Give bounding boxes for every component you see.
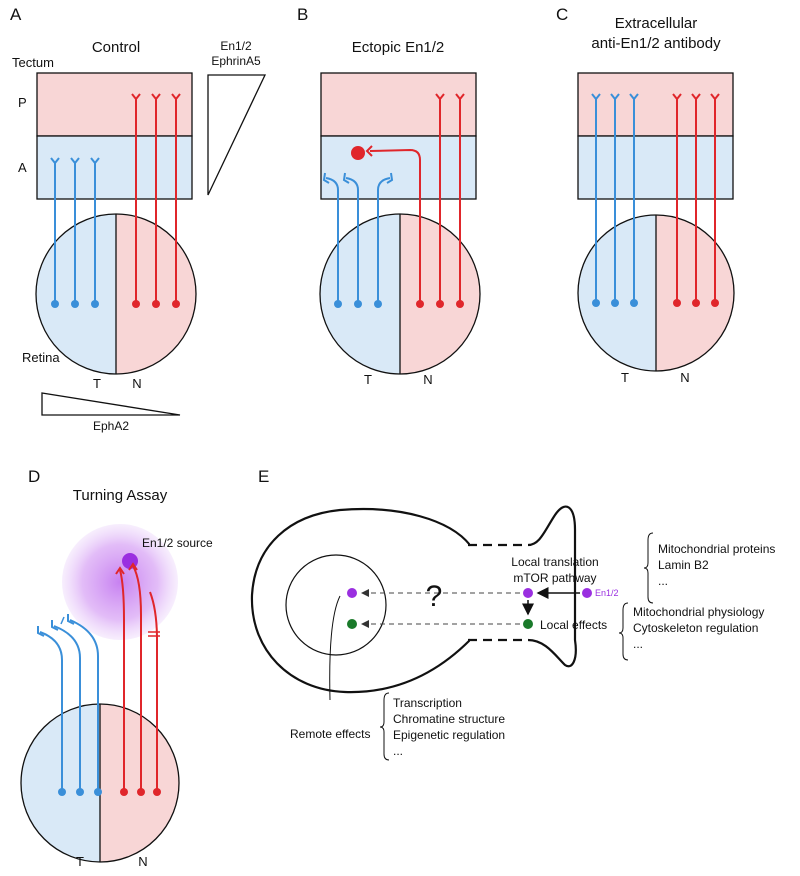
panel-a: A Control Tectum P A En1/2 EphrinA5 [10, 5, 267, 433]
panel-d-title: Turning Assay [73, 487, 168, 504]
temporal-axons-d [37, 614, 99, 792]
translation-item: Lamin B2 [658, 558, 709, 572]
epha2-label: EphA2 [93, 419, 129, 433]
nasal-cell-bodies-d [120, 788, 161, 796]
tectum-label: Tectum [12, 55, 54, 70]
tectum-anterior-region-c [577, 135, 734, 200]
temporal-axons [50, 157, 100, 303]
retina-nasal-half-d [100, 704, 179, 862]
panel-b-title: Ectopic En1/2 [352, 39, 445, 56]
retina-temporal-half-c [578, 215, 656, 371]
temporal-cell-bodies-c [592, 299, 638, 307]
remote-effects-pointer [329, 595, 341, 701]
tectum-posterior-region-c [577, 72, 734, 137]
remote-effects-item: ... [393, 744, 403, 758]
en12-gradient-label: En1/2 [220, 39, 252, 53]
panel-c-letter: C [556, 5, 568, 24]
nasal-axons-c [672, 93, 720, 302]
nucleus-outline [285, 554, 387, 656]
nasal-cell-bodies [132, 300, 180, 308]
local-effects-item: Cytoskeleton regulation [633, 621, 758, 635]
panel-c-title-line2: anti-En1/2 antibody [591, 35, 721, 52]
nasal-axons [131, 93, 181, 303]
remote-effects-bracket [379, 692, 390, 761]
remote-effects-item: Transcription [393, 696, 462, 710]
translation-bracket [643, 532, 654, 604]
nasal-axons-d [115, 562, 160, 792]
tectum-posterior-region [36, 72, 193, 137]
panel-e: E ? Local translation mTOR pathway En1/2… [250, 467, 775, 761]
tectum-posterior-region-b [320, 72, 477, 137]
remote-effects-list: Transcription Chromatine structure Epige… [393, 696, 505, 758]
local-effects-bracket [618, 602, 629, 661]
en12-diffusion-cloud [62, 524, 178, 640]
nuclear-en12-dot [347, 588, 357, 598]
local-effects-list: Mitochondrial physiology Cytoskeleton re… [633, 605, 764, 651]
translation-item: Mitochondrial proteins [658, 542, 775, 556]
nasal-cell-bodies-c [673, 299, 719, 307]
panel-b: B Ectopic En1/2 [297, 5, 481, 387]
anterior-label: A [18, 160, 27, 175]
retina-label: Retina [22, 350, 60, 365]
panel-d: D Turning Assay En1/2 source [20, 467, 213, 869]
local-effects-item: ... [633, 637, 643, 651]
nasal-label-c: N [680, 370, 689, 385]
neuron-outline [250, 505, 577, 694]
panel-a-title: Control [92, 39, 140, 56]
extracellular-en12-dot [582, 588, 592, 598]
temporal-cell-bodies [51, 300, 99, 308]
panel-e-letter: E [258, 467, 269, 486]
nasal-label-b: N [423, 372, 432, 387]
panel-a-letter: A [10, 5, 22, 24]
epha2-gradient-triangle [41, 392, 181, 416]
translation-list: Mitochondrial proteins Lamin B2 ... [658, 542, 775, 588]
panel-c-title-line1: Extracellular [615, 15, 698, 32]
local-translation-label: Local translation [511, 555, 598, 569]
temporal-label-c: T [621, 370, 629, 385]
temporal-axons-c [591, 93, 639, 302]
nasal-axons-b [365, 93, 465, 303]
posterior-label: P [18, 95, 27, 110]
axonal-effector-dot [523, 619, 533, 629]
mtor-pathway-label: mTOR pathway [513, 571, 596, 585]
nasal-cell-bodies-b [416, 300, 464, 308]
en12-source-label: En1/2 source [142, 536, 213, 550]
remote-effects-item: Chromatine structure [393, 712, 505, 726]
ephrina5-gradient-triangle [207, 74, 267, 196]
ectopic-en12-source [351, 146, 365, 160]
temporal-cell-bodies-d [58, 788, 102, 796]
remote-effects-label: Remote effects [290, 727, 370, 741]
panel-c: C Extracellular anti-En1/2 antibody [556, 5, 735, 385]
temporal-label-b: T [364, 372, 372, 387]
retina-nasal-half-c [656, 215, 734, 371]
nuclear-effector-dot [347, 619, 357, 629]
nasal-label-d: N [138, 854, 147, 869]
translation-item: ... [658, 574, 668, 588]
axonal-en12-dot [523, 588, 533, 598]
local-effects-label: Local effects [540, 618, 607, 632]
retina-temporal-half-d [21, 704, 100, 862]
nasal-label-a: N [132, 376, 141, 391]
question-mark: ? [426, 580, 443, 613]
temporal-label-d: T [76, 854, 84, 869]
en12-small-label: En1/2 [595, 588, 619, 598]
panel-b-letter: B [297, 5, 308, 24]
temporal-cell-bodies-b [334, 300, 382, 308]
temporal-label-a: T [93, 376, 101, 391]
tectum-anterior-region [36, 135, 193, 200]
remote-effects-item: Epigenetic regulation [393, 728, 505, 742]
temporal-axons-b [322, 172, 394, 303]
local-effects-item: Mitochondrial physiology [633, 605, 764, 619]
ephrina5-gradient-label: EphrinA5 [211, 54, 261, 68]
panel-d-letter: D [28, 467, 40, 486]
retina-temporal-half-b [320, 214, 400, 374]
tectum-anterior-region-b [320, 135, 477, 200]
